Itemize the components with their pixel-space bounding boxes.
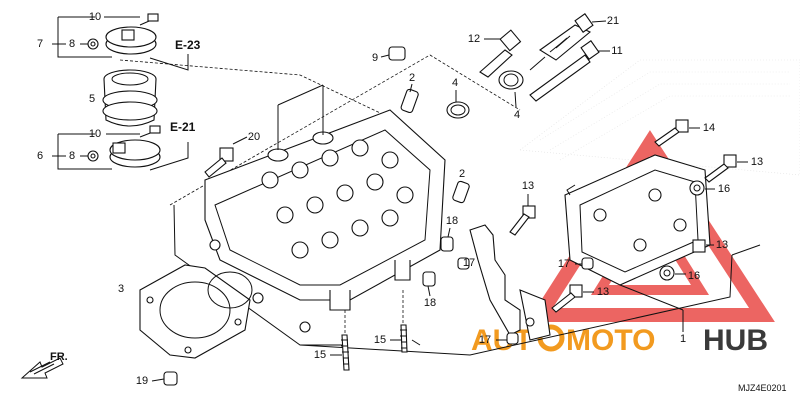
dowel-2-upper bbox=[400, 83, 419, 114]
upper-nut-8 bbox=[87, 38, 99, 50]
reference-labels: E-23E-21 bbox=[170, 38, 201, 134]
bolt-14 bbox=[654, 119, 700, 147]
callout-8: 8 bbox=[69, 150, 75, 162]
callout-1: 1 bbox=[680, 333, 686, 345]
ref-e-21: E-21 bbox=[170, 120, 196, 134]
callout-19: 19 bbox=[136, 375, 148, 387]
callout-13: 13 bbox=[522, 180, 534, 192]
front-label: FR. bbox=[50, 351, 68, 363]
bolt-13-bottom bbox=[551, 284, 594, 313]
leader-lines bbox=[411, 284, 684, 346]
stud-15-left bbox=[330, 310, 350, 371]
cam-chain-tensioner-bracket bbox=[469, 224, 551, 341]
callout-13: 13 bbox=[751, 156, 763, 168]
watermark-text-b: MOTO bbox=[566, 324, 655, 357]
callout-18: 18 bbox=[424, 297, 436, 309]
dowel-17-c bbox=[496, 332, 519, 345]
callout-8: 8 bbox=[69, 38, 75, 50]
callout-10: 10 bbox=[89, 128, 101, 140]
callout-4: 4 bbox=[452, 77, 458, 89]
callout-21: 21 bbox=[607, 15, 619, 27]
washer-16-lower bbox=[659, 265, 686, 281]
watermark-text-c: HUB bbox=[703, 324, 768, 357]
bolt-13-top-right bbox=[704, 154, 748, 183]
callout-3: 3 bbox=[118, 283, 124, 295]
spark-plug-21 bbox=[529, 13, 607, 71]
o-ring-4-right bbox=[498, 70, 524, 108]
callout-7: 7 bbox=[37, 38, 43, 50]
stud-11 bbox=[529, 40, 610, 102]
callout-6: 6 bbox=[37, 150, 43, 162]
callout-9: 9 bbox=[372, 52, 378, 64]
callout-10: 10 bbox=[89, 11, 101, 23]
callout-16: 16 bbox=[688, 270, 700, 282]
callout-13: 13 bbox=[716, 239, 728, 251]
lower-nut-8 bbox=[87, 150, 99, 162]
callout-4: 4 bbox=[514, 109, 520, 121]
callout-16: 16 bbox=[718, 183, 730, 195]
left-group-brackets bbox=[52, 16, 396, 171]
lower-clamp-band bbox=[109, 125, 161, 168]
bolt-20 bbox=[204, 136, 248, 178]
diagram-code: MJZ4E0201 bbox=[738, 383, 787, 393]
upper-clamp-band bbox=[105, 13, 159, 55]
callout-13: 13 bbox=[597, 286, 609, 298]
dowel-18-upper bbox=[440, 227, 454, 252]
callout-15: 15 bbox=[314, 349, 326, 361]
callout-14: 14 bbox=[703, 122, 715, 134]
front-direction-arrow: FR. bbox=[20, 351, 68, 379]
callout-2: 2 bbox=[409, 72, 415, 84]
bolt-13-right-lower bbox=[692, 239, 714, 253]
dowel-18-lower bbox=[422, 271, 436, 297]
plug-19 bbox=[151, 371, 178, 386]
callout-17: 17 bbox=[479, 334, 491, 346]
callout-20: 20 bbox=[248, 131, 260, 143]
callout-17: 17 bbox=[558, 258, 570, 270]
seal-9 bbox=[380, 46, 406, 61]
insulator-5 bbox=[102, 69, 158, 127]
bolt-12 bbox=[479, 29, 522, 78]
head-gasket-3 bbox=[139, 264, 253, 359]
washer-16-upper bbox=[689, 180, 715, 196]
watermark-hatch bbox=[519, 59, 800, 176]
o-ring-4-left bbox=[446, 90, 470, 119]
callout-18: 18 bbox=[446, 215, 458, 227]
callout-11: 11 bbox=[611, 45, 622, 57]
callout-5: 5 bbox=[89, 93, 95, 105]
ref-e-23: E-23 bbox=[175, 38, 201, 52]
stud-15-right bbox=[390, 290, 408, 353]
callout-15: 15 bbox=[374, 334, 386, 346]
dowel-17-b bbox=[575, 257, 594, 270]
callout-12: 12 bbox=[468, 33, 480, 45]
callout-2: 2 bbox=[459, 168, 465, 180]
cylinder-head-1 bbox=[169, 54, 761, 356]
dowel-2-lower bbox=[452, 180, 470, 204]
dowel-17-a bbox=[457, 257, 470, 270]
callout-17: 17 bbox=[463, 257, 475, 269]
bolt-13-mid bbox=[509, 194, 536, 236]
